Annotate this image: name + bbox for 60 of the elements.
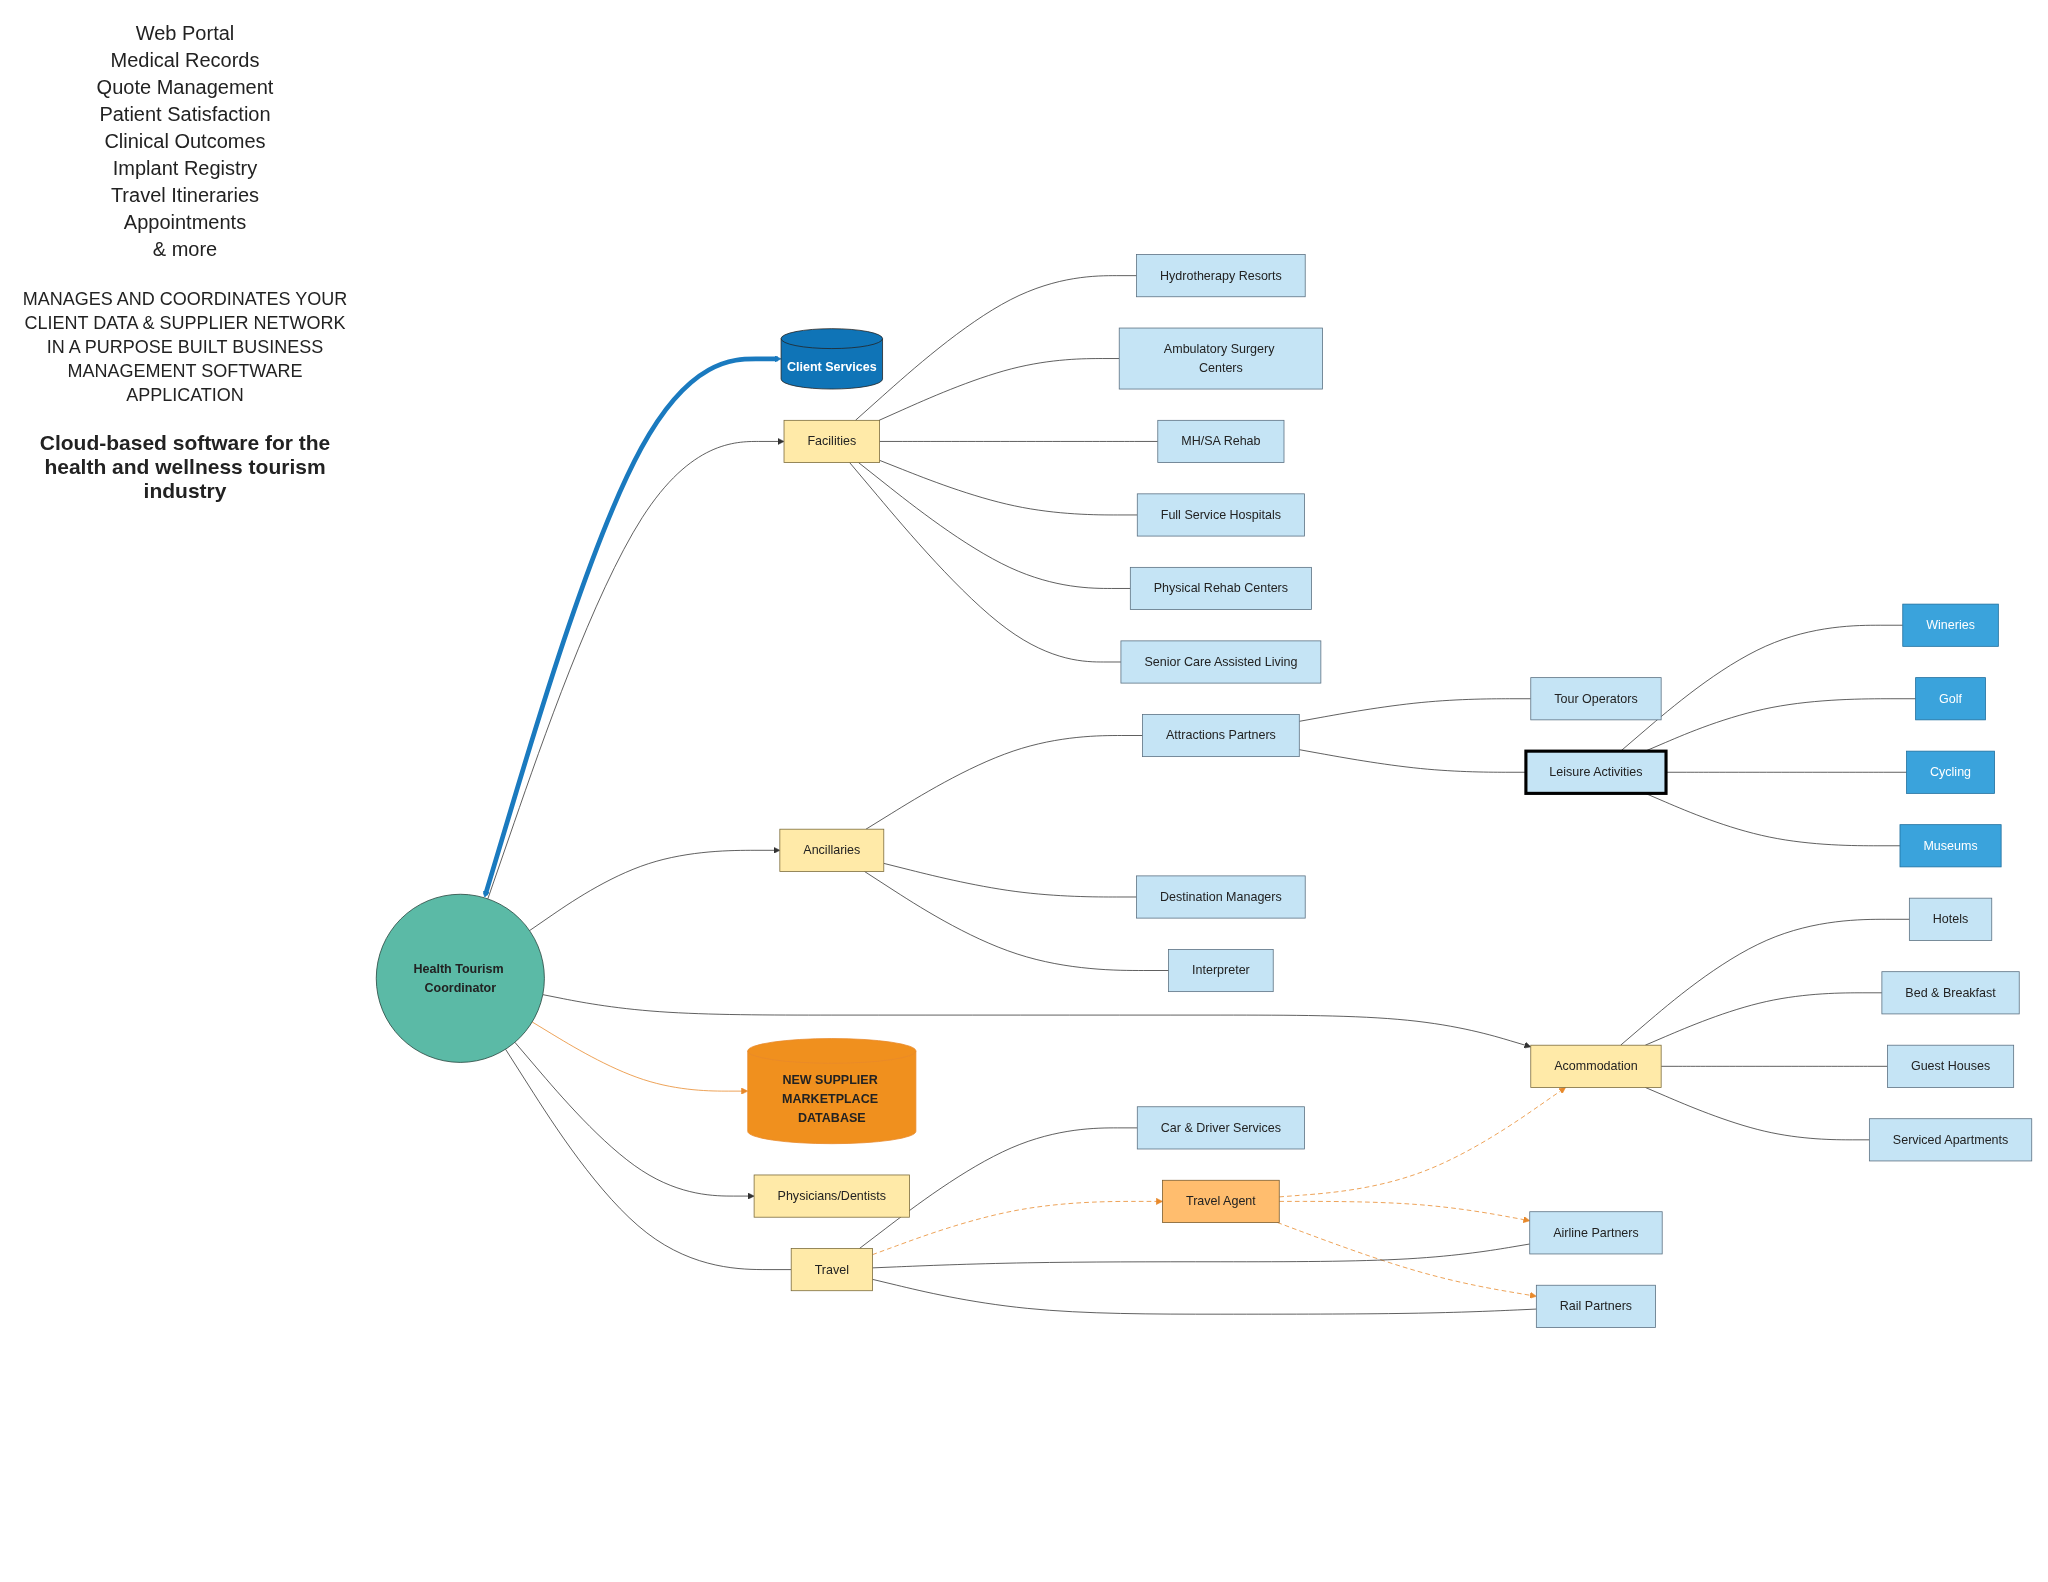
node-box: Senior Care Assisted Living — [1120, 640, 1322, 684]
node-box: Acommodation — [1530, 1044, 1662, 1088]
connector — [849, 462, 1122, 663]
node-box: Rail Partners — [1535, 1284, 1656, 1328]
connector — [883, 863, 1137, 898]
connector — [505, 1048, 792, 1270]
node-box: Ancillaries — [779, 828, 885, 872]
description-note: MANAGES AND COORDINATES YOUR CLIENT DATA & SUPPLIER NETWORK IN A PURPOSE BUILT BUSINESS MANAGEMENT SOFTWARE APPLICATION — [21, 288, 349, 407]
node-box: Hydrotherapy Resorts — [1136, 254, 1306, 298]
node-label: Clinical Outcomes — [104, 130, 266, 152]
node-label: Web Portal — [135, 22, 235, 44]
node-box: Bed & Breakfast — [1881, 971, 2020, 1015]
connector — [1620, 624, 1904, 752]
node-box: Physicians/Dentists — [753, 1174, 910, 1218]
node-label: Quote Management — [96, 76, 274, 98]
node-box: MH/SA Rehab — [1157, 419, 1285, 463]
connector — [872, 1278, 1537, 1315]
connector — [864, 871, 1169, 971]
connector — [858, 462, 1131, 589]
connector — [879, 459, 1138, 516]
node-box: Hotels — [1908, 897, 1993, 941]
node-circle: Health Tourism Coordinator — [375, 893, 545, 1063]
node-label: Appointments — [123, 211, 247, 233]
node-label: Travel Itineraries — [110, 184, 260, 206]
connector — [879, 441, 1159, 442]
connector — [878, 358, 1120, 421]
node-box: Cycling — [1906, 750, 1995, 794]
node-box: Travel — [790, 1248, 873, 1292]
connector — [855, 275, 1137, 421]
node-box: Interpreter — [1168, 949, 1274, 992]
connector — [872, 1243, 1531, 1269]
node-label: Medical Records — [110, 49, 260, 71]
connector — [1660, 1065, 1888, 1067]
node-box: Facilities — [783, 419, 880, 463]
node-box: Airline Partners — [1529, 1211, 1663, 1255]
node-box: Attractions Partners — [1142, 714, 1300, 757]
node-box: Tour Operators — [1530, 677, 1662, 721]
node-box: Leisure Activities — [1524, 749, 1668, 795]
connector — [865, 735, 1143, 830]
connector — [1298, 698, 1532, 722]
node-box: Golf — [1915, 677, 1986, 721]
node-box: Guest Houses — [1887, 1044, 2015, 1088]
node-box: Full Service Hospitals — [1136, 493, 1305, 537]
connector — [1620, 918, 1910, 1046]
node-box: Destination Managers — [1136, 875, 1306, 919]
node-box: Car & Driver Services — [1136, 1106, 1305, 1150]
node-box: Physical Rehab Centers — [1129, 566, 1312, 610]
node-label: & more — [152, 238, 218, 260]
node-box: Serviced Apartments — [1868, 1118, 2033, 1162]
arrow — [483, 355, 782, 898]
node-box: Wineries — [1902, 603, 1999, 647]
feature-list: Web Portal Medical Records Quote Management Patient Satisfaction Clinical Outcomes Implant Registry Travel Itineraries Appointments & more — [20, 20, 350, 263]
connector — [1644, 992, 1883, 1046]
node-box: Travel Agent — [1162, 1179, 1280, 1223]
node-box: Ambulatory Surgery Centers — [1118, 327, 1323, 390]
connector — [859, 1127, 1138, 1249]
node-box: Museums — [1899, 824, 2002, 868]
tagline: Cloud-based software for the health and wellness tourism industry — [38, 431, 332, 503]
node-label: Implant Registry — [112, 157, 258, 179]
node-label: Patient Satisfaction — [99, 103, 271, 125]
